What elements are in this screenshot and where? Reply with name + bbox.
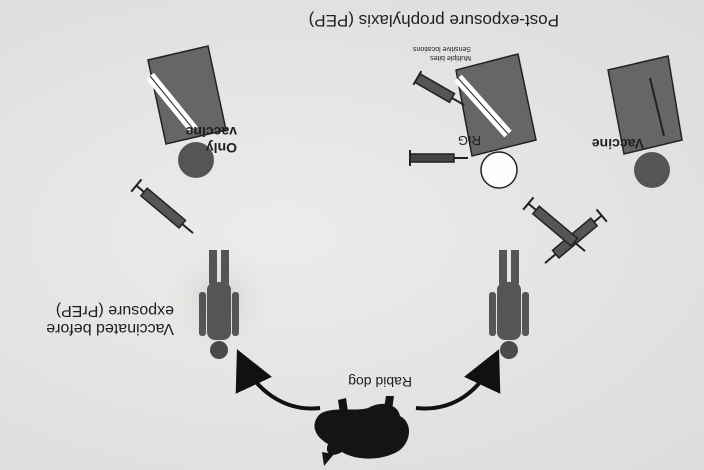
vaccine-label: Vaccine (592, 136, 644, 152)
rabid-dog-label: Rabid dog (348, 374, 412, 390)
booster-syringe-icon (131, 179, 198, 239)
prep-patient-booster-icon (148, 46, 226, 178)
pep-title: Post-exposure prophylaxis (PEP) (309, 10, 559, 30)
pep-patient-vaccine-icon (608, 56, 682, 188)
prep-caption: Vaccinated before exposure (PrEP) (4, 300, 174, 337)
sensitive-locations-note: Sensitive locations (413, 44, 471, 52)
person-unvaccinated-icon (489, 250, 529, 359)
rig-syringe-icon (410, 150, 468, 166)
only-vaccine-label: Only vaccine (167, 124, 237, 156)
arrow-right-icon (242, 360, 320, 408)
multiple-bites-note: Multiple bites (430, 53, 471, 61)
rabid-dog-icon (314, 396, 409, 466)
arrow-left-icon (416, 360, 494, 408)
pep-patient-rig-icon (456, 54, 536, 188)
rig-label: RIG (458, 132, 481, 147)
